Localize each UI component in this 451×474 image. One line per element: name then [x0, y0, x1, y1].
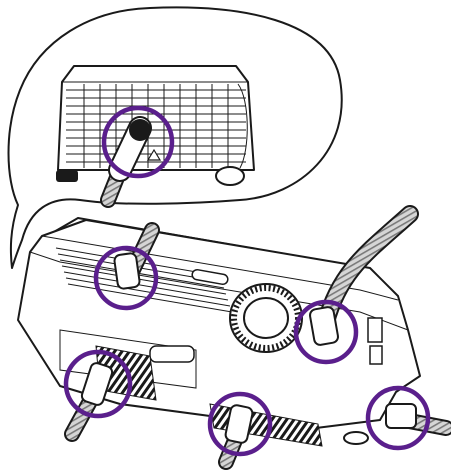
projector-lens: [230, 284, 302, 352]
left-foot: [56, 170, 78, 182]
front-foot: [344, 432, 368, 444]
rear-connector-port: [129, 119, 151, 141]
side-port-2: [370, 346, 382, 364]
front-label-slot: [150, 346, 194, 362]
right-foot: [216, 167, 244, 185]
side-port-1: [368, 318, 382, 342]
